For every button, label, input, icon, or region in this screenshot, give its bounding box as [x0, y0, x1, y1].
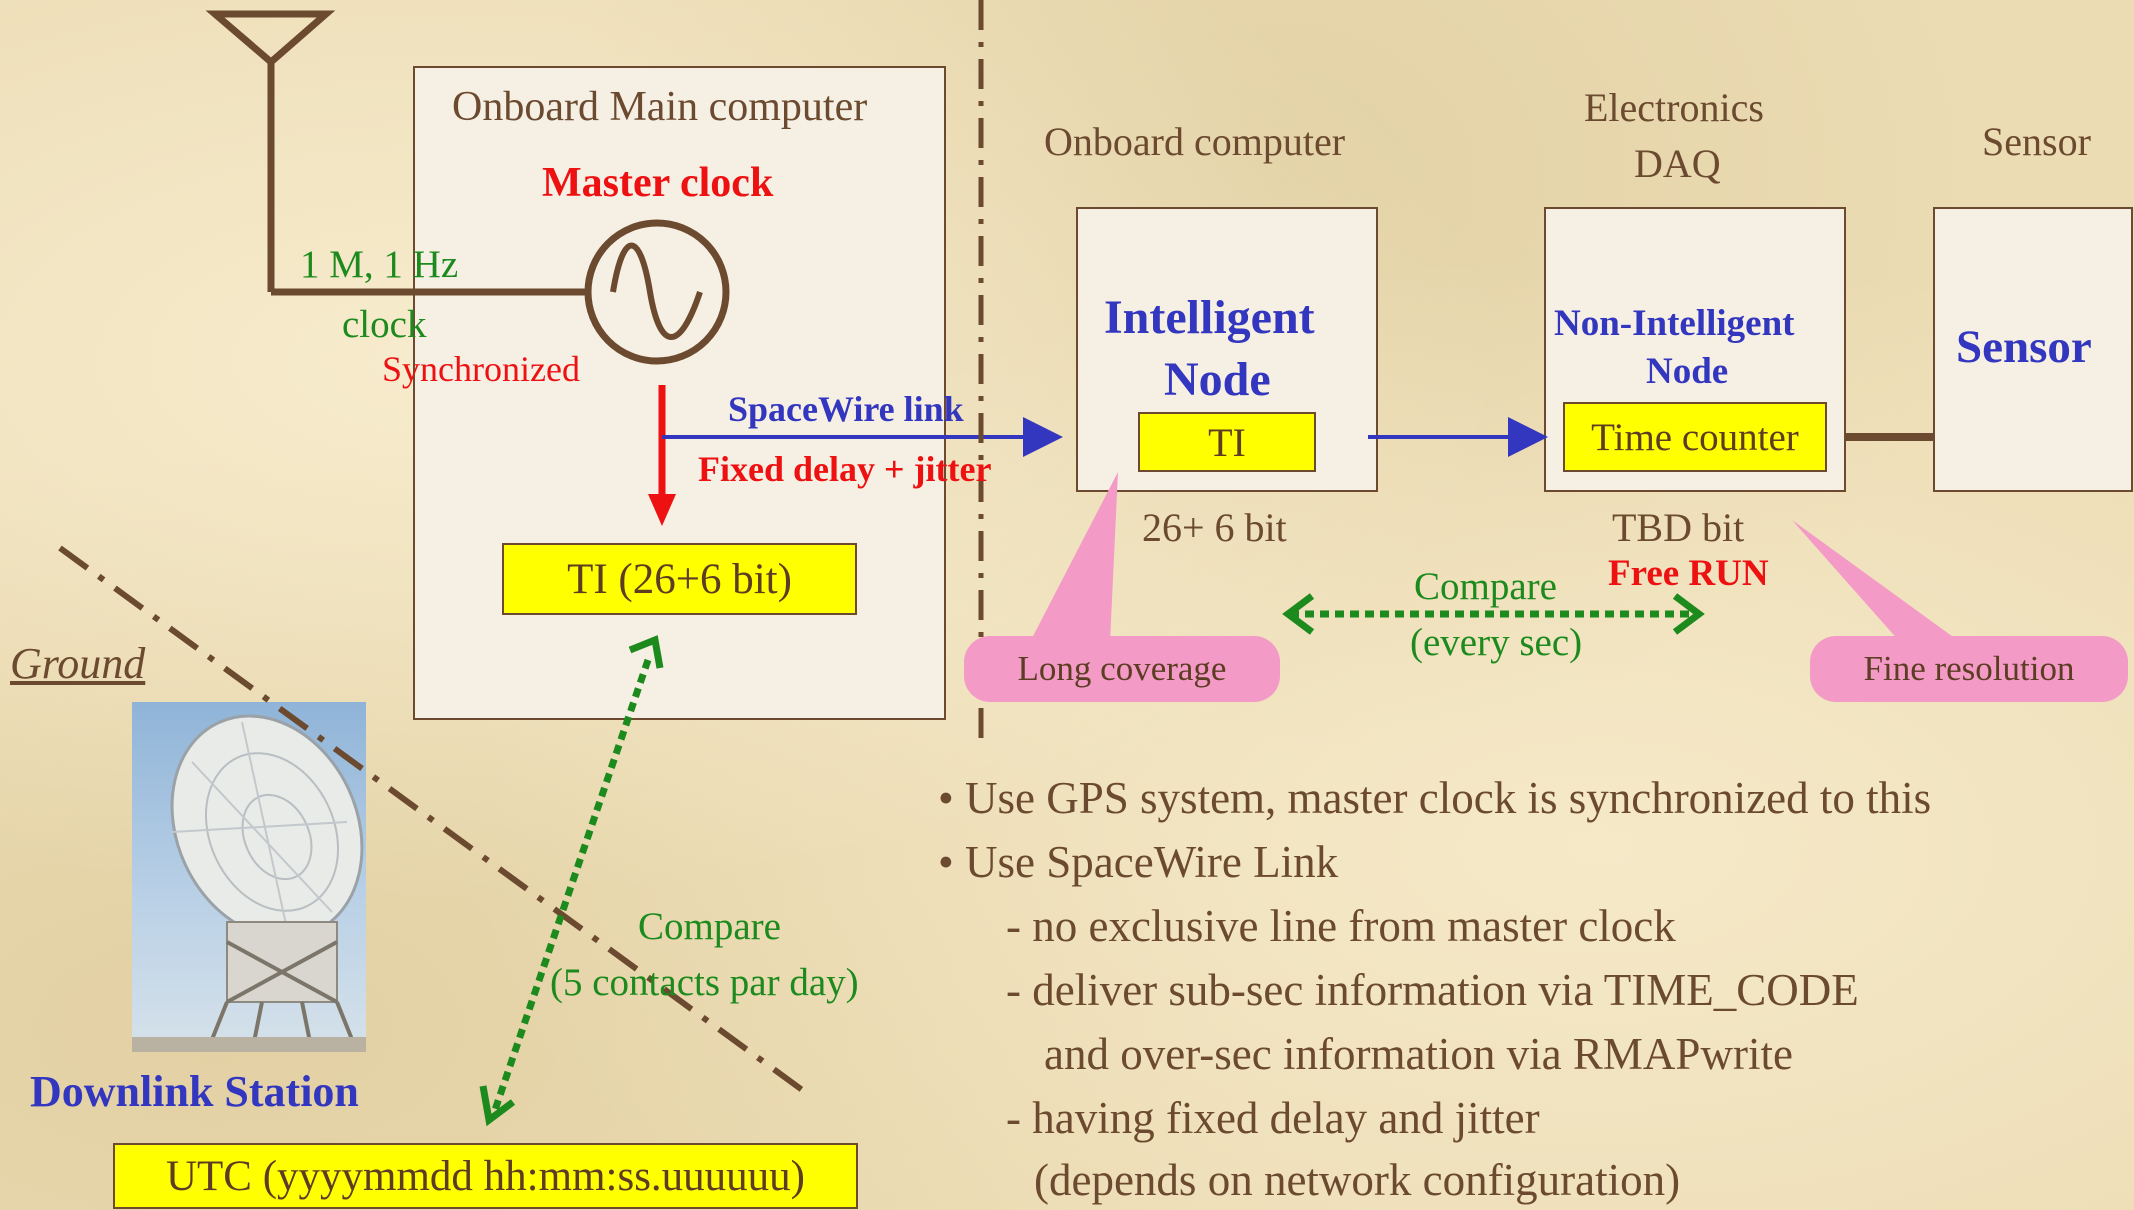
note-line-2: • Use SpaceWire Link — [938, 837, 1339, 888]
non-intelligent-title-1: Non-Intelligent — [1554, 303, 1795, 344]
sensor-label: Sensor — [1956, 321, 2092, 373]
clock-word-label: clock — [342, 303, 427, 346]
every-sec-compare-label: Compare — [1414, 565, 1557, 608]
red-arrow-down — [648, 385, 676, 526]
ground-line — [58, 545, 807, 1095]
note-line-4: - deliver sub-sec information via TIME_C… — [1006, 965, 1859, 1015]
daq-header: DAQ — [1634, 141, 1721, 186]
note-line-7: (depends on network configuration) — [1034, 1155, 1681, 1205]
master-clock-label: Master clock — [542, 160, 774, 206]
long-coverage-pointer — [1030, 472, 1118, 642]
every-sec-compare-arrow — [1282, 593, 1705, 635]
radio-dish-icon — [132, 714, 366, 1052]
bullet-icon: • — [938, 837, 954, 887]
time-counter-label: Time counter — [1591, 415, 1799, 459]
bits-ti-label: 26+ 6 bit — [1142, 505, 1287, 550]
spacewire-link-label: SpaceWire link — [728, 389, 964, 429]
main-computer-title: Onboard Main computer — [452, 84, 868, 130]
note-text-2: Use SpaceWire Link — [965, 837, 1339, 887]
note-line-3: - no exclusive line from master clock — [1006, 901, 1676, 951]
downlink-station-photo — [132, 702, 366, 1052]
clock-freq-label: 1 M, 1 Hz — [300, 243, 459, 286]
ground-compare-freq: (5 contacts par day) — [550, 961, 859, 1004]
note-line-6: - having fixed delay and jitter — [1006, 1093, 1540, 1143]
bullet-icon: • — [938, 773, 954, 823]
intelligent-node-title-2: Node — [1164, 353, 1271, 406]
ground-compare-label: Compare — [638, 905, 781, 948]
ti-box: TI — [1138, 412, 1316, 472]
ground-label: Ground — [10, 639, 146, 688]
time-counter-box: Time counter — [1563, 402, 1827, 472]
onboard-computer-header: Onboard computer — [1044, 119, 1346, 164]
utc-label: UTC (yyyymmdd hh:mm:ss.uuuuuu) — [165, 1152, 806, 1200]
non-intelligent-title-2: Node — [1646, 351, 1729, 392]
ti-label: TI — [1208, 419, 1246, 465]
sensor-header: Sensor — [1982, 119, 2091, 164]
ground-compare-arrow — [479, 635, 664, 1127]
downlink-station-label: Downlink Station — [30, 1067, 359, 1116]
fine-resolution-pointer — [1792, 520, 1960, 642]
note-line-5: and over-sec information via RMAPwrite — [1044, 1029, 1793, 1079]
note-line-1: • Use GPS system, master clock is synchr… — [938, 773, 1932, 824]
fixed-delay-label: Fixed delay + jitter — [698, 449, 992, 489]
utc-box: UTC (yyyymmdd hh:mm:ss.uuuuuu) — [113, 1143, 858, 1209]
antenna-icon — [205, 10, 588, 296]
electronics-header: Electronics — [1584, 85, 1764, 130]
ti-main-box: TI (26+6 bit) — [502, 543, 857, 615]
intelligent-node-title-1: Intelligent — [1104, 291, 1315, 344]
fine-resolution-label: Fine resolution — [1863, 649, 2075, 688]
long-coverage-callout: Long coverage — [964, 636, 1280, 702]
synchronized-label: Synchronized — [382, 349, 580, 389]
fine-resolution-callout: Fine resolution — [1810, 636, 2128, 702]
bits-tbd-label: TBD bit — [1612, 505, 1745, 550]
note-text-1: Use GPS system, master clock is synchron… — [965, 773, 1932, 823]
every-sec-compare-freq: (every sec) — [1410, 621, 1583, 664]
sensor-box — [1933, 207, 2133, 492]
ti-main-label: TI (26+6 bit) — [567, 555, 792, 603]
free-run-label: Free RUN — [1608, 553, 1769, 594]
long-coverage-label: Long coverage — [1017, 649, 1227, 688]
oscillator-icon — [584, 219, 730, 365]
